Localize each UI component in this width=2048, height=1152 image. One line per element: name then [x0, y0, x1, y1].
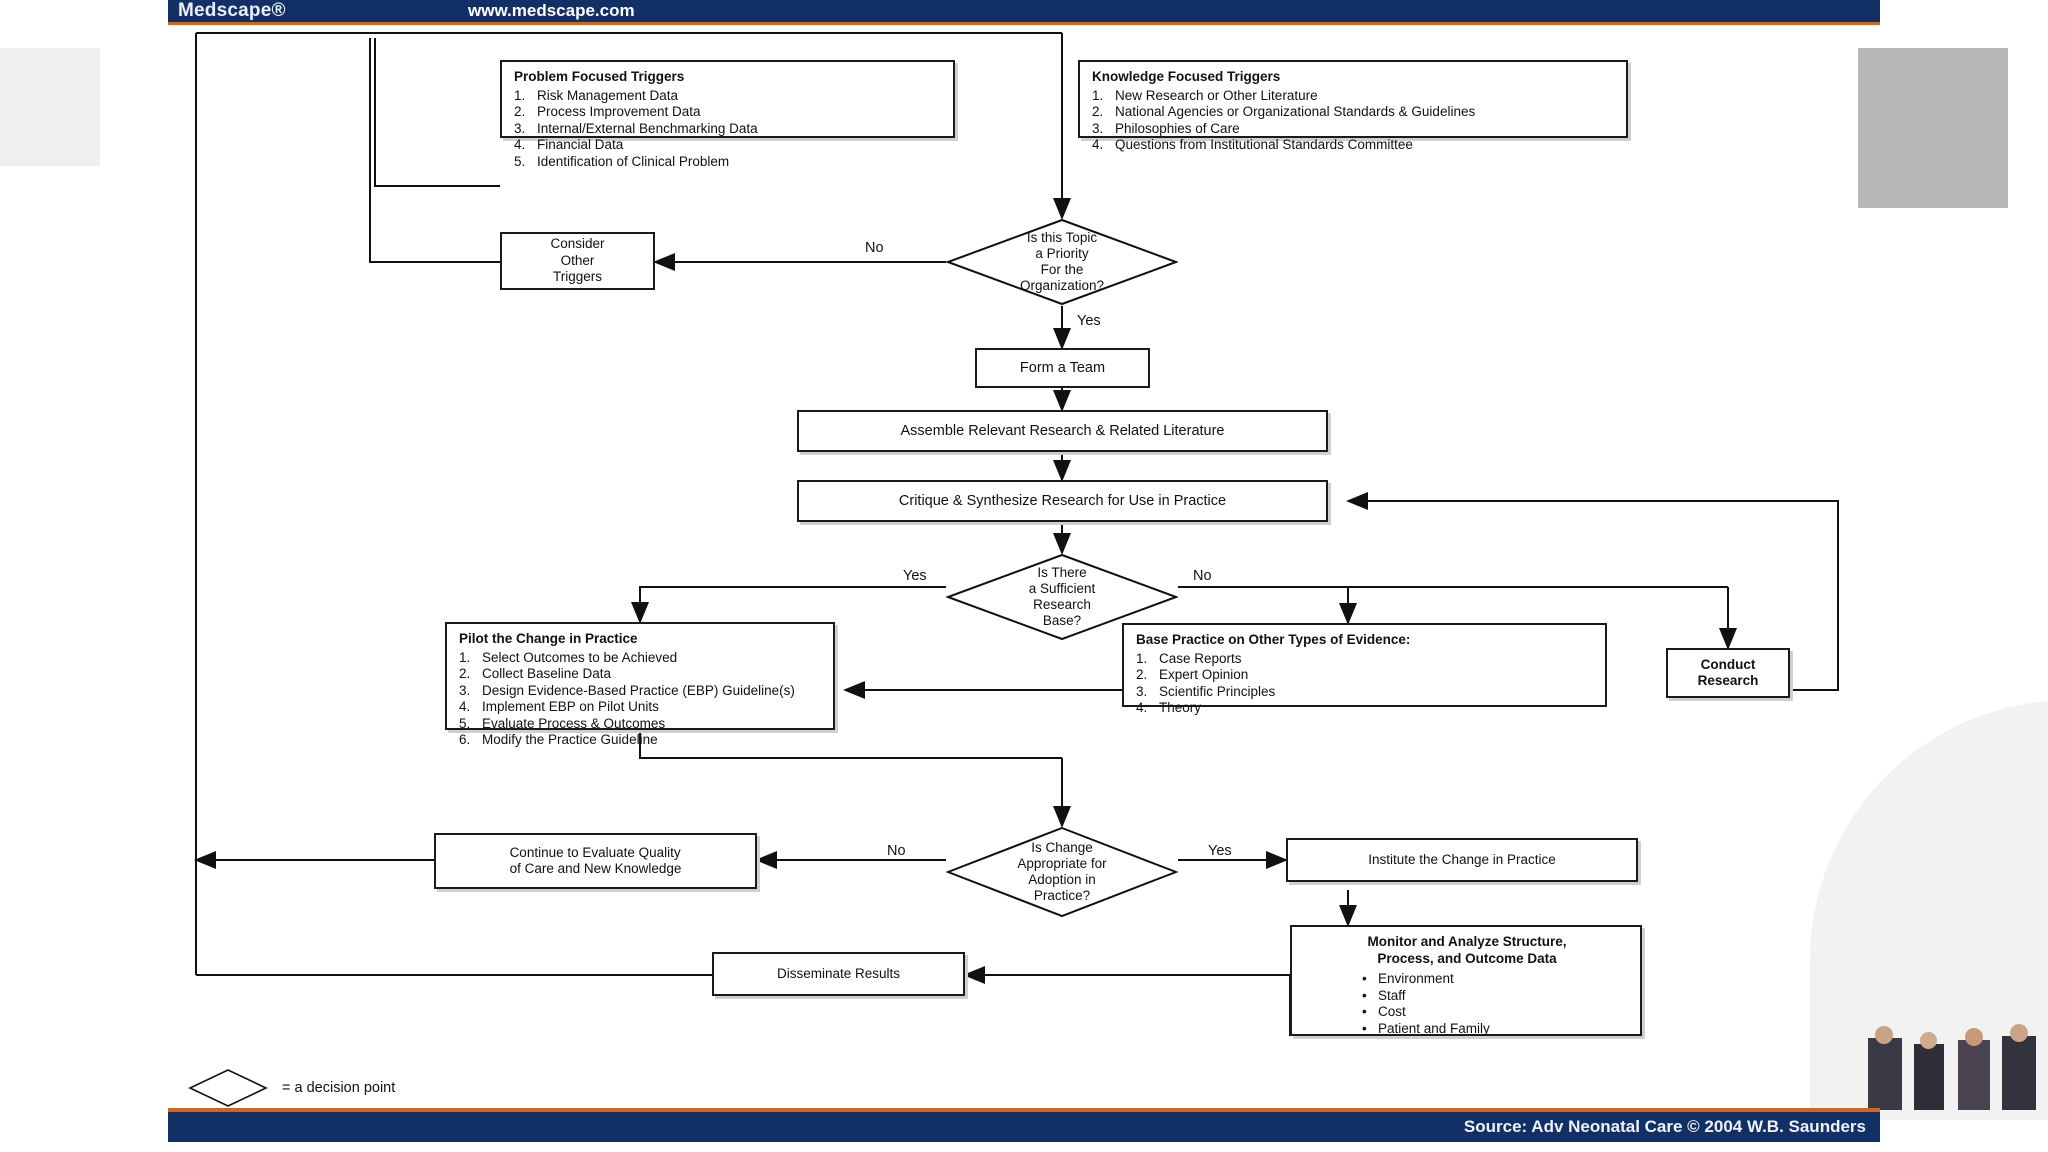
list-item: •Environment	[1362, 971, 1454, 986]
decision-adoption-l2: Appropriate for	[1017, 856, 1107, 871]
institute-change-box: Institute the Change in Practice	[1286, 838, 1638, 882]
list-item: 1.New Research or Other Literature	[1092, 87, 1318, 103]
decision-priority-l4: Organization?	[1019, 278, 1105, 293]
continue-l2: of Care and New Knowledge	[509, 861, 682, 876]
list-item: 2.Collect Baseline Data	[459, 666, 612, 681]
knowledge-triggers-title: Knowledge Focused Triggers	[1092, 69, 1281, 84]
consider-other-triggers-box: Consider Other Triggers	[500, 232, 655, 290]
decision-research-l1: Is There	[1037, 565, 1087, 580]
decision-research-l4: Base?	[1042, 613, 1082, 628]
monitor-title-l1: Monitor and Analyze Structure,	[1367, 934, 1567, 949]
medscape-brand: Medscape®	[178, 0, 286, 21]
problem-focused-triggers-box: Problem Focused Triggers 1.Risk Manageme…	[500, 60, 955, 169]
knowledge-focused-triggers-box: Knowledge Focused Triggers 1.New Researc…	[1078, 60, 1628, 152]
header-accent-rule	[168, 22, 1880, 25]
decision-is-topic-a-priority: Is this Topic a Priority For the Organiz…	[945, 218, 1179, 306]
base-practice-other-evidence-box: Base Practice on Other Types of Evidence…	[1122, 623, 1607, 715]
list-item: •Patient and Family	[1362, 1020, 1490, 1036]
slide-decoration-right	[1858, 48, 2008, 208]
problem-triggers-list: 1.Risk Management Data 2.Process Improve…	[514, 88, 943, 171]
conduct-l1: Conduct	[1700, 656, 1756, 672]
edge-label-research-yes: Yes	[900, 568, 930, 584]
decision-adoption-l3: Adoption in	[1028, 872, 1096, 887]
disseminate-results-box: Disseminate Results	[712, 952, 965, 996]
consider-l3: Triggers	[552, 269, 602, 285]
slide-decoration-left	[0, 48, 100, 166]
decision-adoption-l1: Is Change	[1031, 840, 1093, 855]
list-item: 3.Scientific Principles	[1136, 683, 1276, 699]
consider-l1: Consider	[550, 236, 605, 252]
assemble-research-box: Assemble Relevant Research & Related Lit…	[797, 410, 1328, 452]
edge-label-research-no: No	[1190, 568, 1215, 584]
list-item: 1.Case Reports	[1136, 650, 1242, 666]
pilot-the-change-box: Pilot the Change in Practice 1.Select Ou…	[445, 622, 835, 747]
medscape-footer-bar: Source: Adv Neonatal Care © 2004 W.B. Sa…	[168, 1112, 1880, 1142]
list-item: 5.Identification of Clinical Problem	[514, 153, 730, 169]
list-item: 3.Philosophies of Care	[1092, 120, 1240, 136]
knowledge-triggers-list: 1.New Research or Other Literature 2.Nat…	[1092, 88, 1616, 154]
pilot-items-list: 1.Select Outcomes to be Achieved 2.Colle…	[459, 650, 823, 749]
pilot-title: Pilot the Change in Practice	[459, 631, 638, 646]
monitor-title-l2: Process, and Outcome Data	[1377, 950, 1557, 966]
conduct-l2: Research	[1697, 673, 1759, 688]
decision-sufficient-research-base: Is There a Sufficient Research Base?	[945, 553, 1179, 641]
list-item: 1.Select Outcomes to be Achieved	[459, 649, 678, 665]
list-item: 4.Theory	[1136, 700, 1202, 715]
list-item: 4.Financial Data	[514, 137, 624, 152]
list-item: 2.Process Improvement Data	[514, 104, 701, 119]
list-item: 2.National Agencies or Organizational St…	[1092, 104, 1476, 119]
decision-change-appropriate-adoption: Is Change Appropriate for Adoption in Pr…	[945, 826, 1179, 918]
continue-evaluate-quality-box: Continue to Evaluate Quality of Care and…	[434, 833, 757, 889]
edge-label-priority-no: No	[862, 240, 887, 256]
decision-priority-l2: a Priority	[1035, 246, 1089, 261]
list-item: 4.Questions from Institutional Standards…	[1092, 137, 1413, 152]
continue-l1: Continue to Evaluate Quality	[509, 844, 681, 860]
list-item: 5.Evaluate Process & Outcomes	[459, 715, 666, 731]
legend-label: = a decision point	[282, 1080, 396, 1096]
form-a-team-box: Form a Team	[975, 348, 1150, 388]
conduct-research-box: Conduct Research	[1666, 648, 1790, 698]
decision-research-l3: Research	[1033, 597, 1091, 612]
people-photo	[1862, 992, 2048, 1110]
list-item: 1.Risk Management Data	[514, 87, 679, 103]
list-item: 3.Internal/External Benchmarking Data	[514, 120, 758, 136]
decision-adoption-l4: Practice?	[1033, 888, 1091, 903]
legend-decision-shape	[188, 1068, 268, 1108]
decision-research-l2: a Sufficient	[1028, 581, 1096, 596]
edge-label-priority-yes: Yes	[1074, 313, 1104, 329]
monitor-bullets: •Environment •Staff •Cost •Patient and F…	[1304, 971, 1630, 1037]
monitor-analyze-box: Monitor and Analyze Structure, Process, …	[1290, 925, 1642, 1036]
base-practice-title: Base Practice on Other Types of Evidence…	[1136, 632, 1411, 647]
problem-triggers-title: Problem Focused Triggers	[514, 69, 685, 84]
list-item: 3.Design Evidence-Based Practice (EBP) G…	[459, 682, 795, 698]
list-item: 4.Implement EBP on Pilot Units	[459, 699, 659, 714]
decision-priority-l3: For the	[1040, 262, 1084, 277]
source-credit: Source: Adv Neonatal Care © 2004 W.B. Sa…	[1463, 1117, 1866, 1136]
decision-priority-l1: Is this Topic	[1026, 230, 1098, 245]
consider-l2: Other	[560, 252, 595, 268]
edge-label-adoption-no: No	[884, 843, 909, 859]
list-item: •Cost	[1362, 1004, 1406, 1019]
critique-research-box: Critique & Synthesize Research for Use i…	[797, 480, 1328, 522]
edge-label-adoption-yes: Yes	[1205, 843, 1235, 859]
medscape-url[interactable]: www.medscape.com	[468, 1, 635, 20]
base-practice-list: 1.Case Reports 2.Expert Opinion 3.Scient…	[1136, 651, 1595, 717]
list-item: 6.Modify the Practice Guideline	[459, 732, 658, 747]
list-item: 2.Expert Opinion	[1136, 667, 1249, 682]
list-item: •Staff	[1362, 987, 1406, 1003]
medscape-header-bar: Medscape® www.medscape.com	[168, 0, 1880, 22]
footer-accent-rule	[168, 1108, 1880, 1112]
